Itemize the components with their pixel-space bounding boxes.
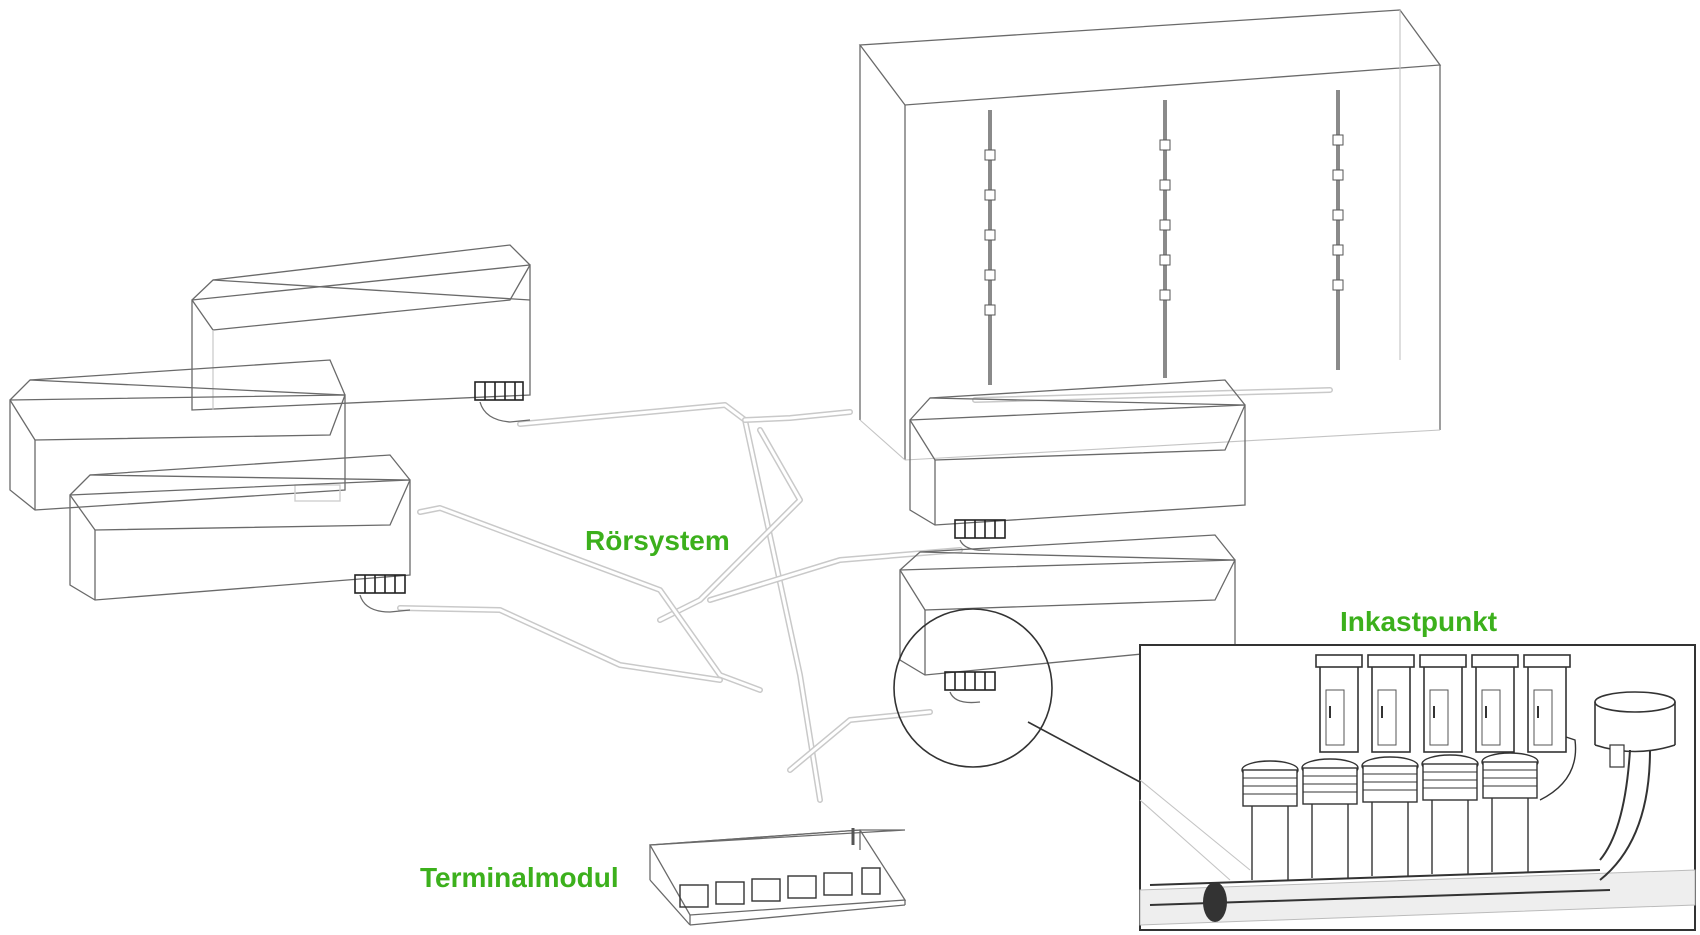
- pipe-network: [397, 387, 1333, 803]
- inlet-columns: [1315, 654, 1571, 753]
- building-b: [9, 359, 346, 511]
- inlet-detail-inset: [1139, 644, 1696, 931]
- waste-chute-1: [984, 110, 996, 385]
- terminal-tanks: [679, 867, 881, 908]
- building-a: [191, 244, 531, 423]
- inlet-drums: [1241, 734, 1577, 880]
- waste-chute-2: [1159, 100, 1171, 378]
- inlet-group-d: [954, 519, 1006, 551]
- label-inlet-point: Inkastpunkt: [1340, 606, 1498, 637]
- high-rise-building: [858, 9, 1442, 461]
- building-c: [69, 454, 411, 613]
- inlet-group-e: [944, 671, 996, 704]
- inlet-group-b-faded: [294, 484, 341, 502]
- zoom-callout: [893, 608, 1141, 783]
- waste-chute-3: [1332, 90, 1344, 370]
- inlet-group-c: [354, 574, 411, 613]
- inlet-group-a: [474, 381, 531, 423]
- building-d: [909, 379, 1246, 551]
- label-terminal-module: Terminalmodul: [420, 862, 619, 893]
- label-pipe-system: Rörsystem: [585, 525, 730, 556]
- building-e: [899, 534, 1236, 704]
- terminal-module: [648, 828, 907, 926]
